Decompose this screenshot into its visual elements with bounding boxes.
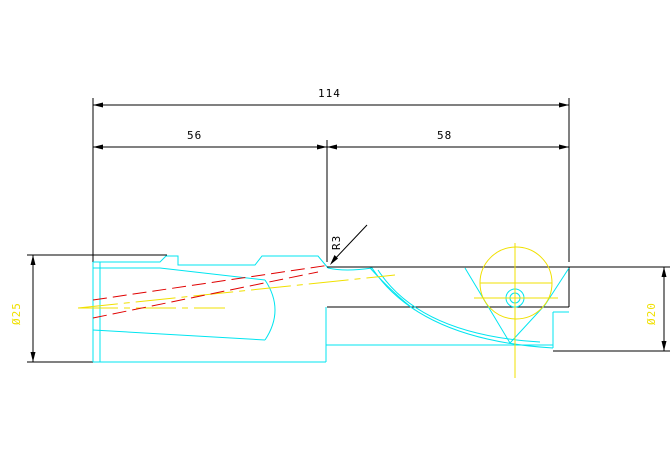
dimension-left-diameter-label: Ø25	[10, 302, 23, 325]
centerlines	[77, 243, 558, 378]
dimension-radius: R3	[330, 224, 368, 265]
dimension-left-label: 56	[187, 129, 202, 142]
shank-outline	[92, 255, 553, 363]
dimension-radius-label: R3	[330, 235, 343, 250]
dimension-overall-label: 114	[318, 87, 341, 100]
dimension-right-diameter-label: Ø20	[645, 302, 658, 325]
dimension-left-diameter: Ø25	[10, 254, 167, 363]
dimension-right-label: 58	[437, 129, 452, 142]
head-section	[327, 266, 570, 349]
dimension-overall: 114	[92, 87, 570, 262]
dimension-right-diameter: Ø20	[553, 266, 670, 352]
dimension-split: 56 58	[93, 129, 569, 262]
hidden-lines	[92, 264, 331, 319]
